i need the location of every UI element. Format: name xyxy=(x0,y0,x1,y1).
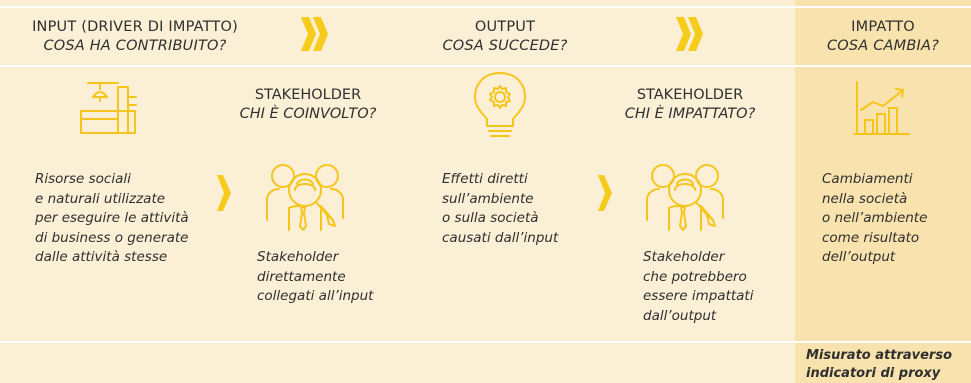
growth-chart-icon xyxy=(853,81,910,135)
footer-line: Misurato attraverso xyxy=(806,348,952,363)
stakeholder-involved-header: STAKEHOLDER CHI È COINVOLTO? xyxy=(216,86,400,124)
output-header: OUTPUT COSA SUCCEDE? xyxy=(410,18,600,56)
description-line: dell’output xyxy=(822,249,896,265)
impact-subtitle: COSA CAMBIA? xyxy=(826,38,940,54)
impact-description: Cambiamenti nella società o nell’ambient… xyxy=(822,170,967,268)
description-line: Stakeholder xyxy=(257,249,339,265)
input-header: INPUT (DRIVER DI IMPATTO) COSA HA CONTRI… xyxy=(0,18,270,56)
description-line: Cambiamenti xyxy=(822,171,913,187)
stakeholder-impacted-description: Stakeholder che potrebbero essere impatt… xyxy=(643,248,793,326)
factory-icon xyxy=(80,82,137,134)
description-line: come risultato xyxy=(822,229,920,246)
double-chevron-icon xyxy=(301,17,328,51)
input-description: Risorse sociali e naturali utilizzate pe… xyxy=(35,170,225,268)
description-line: Stakeholder xyxy=(643,249,725,265)
header-divider xyxy=(0,65,971,67)
stakeholder-impacted-title: STAKEHOLDER xyxy=(636,87,744,103)
description-line: dalle attività stesse xyxy=(35,249,168,265)
output-subtitle: COSA SUCCEDE? xyxy=(442,38,568,54)
people-magnifier-icon xyxy=(646,164,724,231)
description-line: Risorse sociali xyxy=(35,171,131,187)
bottom-divider xyxy=(0,341,971,343)
description-line: causati dall’input xyxy=(442,229,559,246)
description-line: essere impattati xyxy=(643,288,754,304)
description-line: o nell’ambiente xyxy=(822,210,928,226)
top-divider xyxy=(0,6,971,8)
double-chevron-icon xyxy=(676,17,703,51)
description-line: o sulla società xyxy=(442,210,539,226)
stakeholder-impacted-subtitle: CHI È IMPATTATO? xyxy=(624,106,756,122)
description-line: collegati all’input xyxy=(257,288,374,304)
lightbulb-gear-icon xyxy=(474,72,526,137)
chevron-right-icon xyxy=(598,175,612,211)
description-line: Effetti diretti xyxy=(442,171,528,187)
stakeholder-involved-subtitle: CHI È COINVOLTO? xyxy=(239,106,377,122)
description-line: che potrebbero xyxy=(643,268,747,285)
description-line: di business o generate xyxy=(35,229,189,246)
output-description: Effetti diretti sull’ambiente o sulla so… xyxy=(442,170,602,248)
footer-line: indicatori di proxy xyxy=(806,366,941,381)
stakeholder-involved-description: Stakeholder direttamente collegati all’i… xyxy=(257,248,417,307)
input-title: INPUT (DRIVER DI IMPATTO) xyxy=(32,19,238,35)
description-line: nella società xyxy=(822,190,908,207)
stakeholder-impacted-header: STAKEHOLDER CHI È IMPATTATO? xyxy=(598,86,782,124)
people-magnifier-icon xyxy=(266,164,344,231)
impact-footer: Misurato attraverso indicatori di proxy xyxy=(806,347,968,383)
input-subtitle: COSA HA CONTRIBUITO? xyxy=(43,38,227,54)
chevron-right-icon xyxy=(217,175,231,211)
output-title: OUTPUT xyxy=(474,19,536,35)
description-line: sull’ambiente xyxy=(442,190,534,207)
description-line: direttamente xyxy=(257,268,346,285)
impact-title: IMPATTO xyxy=(851,19,915,35)
description-line: dall’output xyxy=(643,307,717,324)
stakeholder-involved-title: STAKEHOLDER xyxy=(254,87,362,103)
impact-header: IMPATTO COSA CAMBIA? xyxy=(800,18,966,56)
description-line: e naturali utilizzate xyxy=(35,190,166,207)
impact-panel xyxy=(795,0,971,383)
description-line: per eseguire le attività xyxy=(35,210,189,226)
